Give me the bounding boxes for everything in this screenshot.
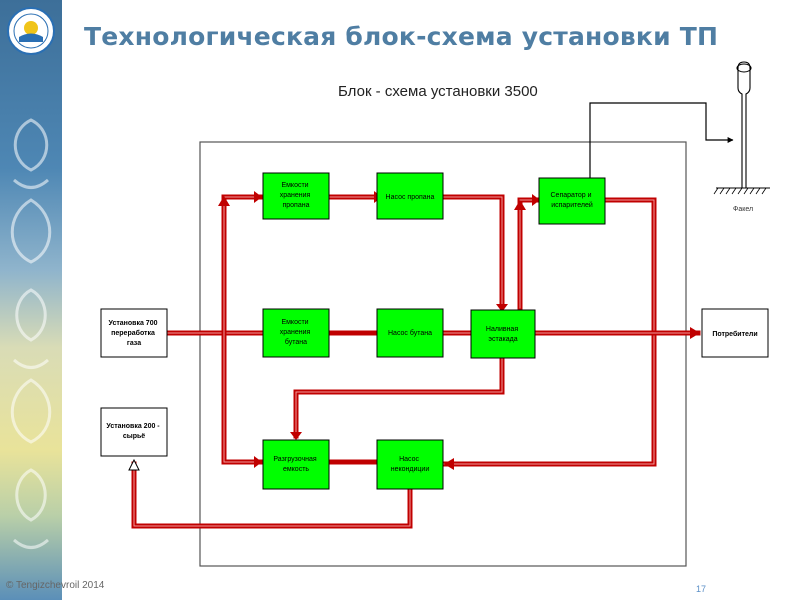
block-consumers-line1: Потребители [712,330,757,338]
block-separator: Сепаратор и испарителей [538,177,606,225]
pipelines [131,194,701,529]
pipe-rack-to-unloading [293,355,505,439]
block-loading-rack-line1: Наливная [486,326,518,333]
block-unit200-line1: Установка 200 - [106,423,160,430]
block-unit200: Установка 200 - сырьё [100,407,168,457]
pipe-rack-to-separator [517,197,539,311]
unit200-return-arrow [128,458,140,471]
pipe-propane-pump-to-rack [441,194,505,309]
block-offspec-pump-line2: некондиции [391,466,430,473]
flare-stack-icon [713,61,770,195]
svg-text:Насос бутана: Насос бутана [388,329,432,337]
block-butane-storage: Емкости хранения бутана [262,308,330,358]
block-butane-storage-line1: Емкости [281,319,308,326]
slide-title: Технологическая блок-схема установки ТП [84,22,719,51]
svg-text:Потребители: Потребители [712,330,757,338]
block-offspec-pump-line1: Насос [399,456,419,463]
pipe-separator-to-flare [589,102,734,178]
flare-label: Факел [733,206,753,213]
block-propane-storage-line3: пропана [282,202,309,209]
block-unloading-tank: Разгрузочная емкость [262,439,330,490]
installation-boundary [199,141,687,567]
block-propane-storage: Емкости хранения пропана [262,172,330,220]
block-butane-storage-line2: хранения [280,329,311,336]
svg-text:Разгрузочная емкость: Разгрузочная емкость [273,456,318,473]
block-unit700-line2: переработка [111,329,155,337]
block-propane-storage-line2: хранения [280,192,311,199]
block-propane-pump: Насос пропана [376,172,444,220]
block-propane-storage-line1: Емкости [281,182,308,189]
svg-text:Установка 200 - сырьё: Установка 200 - сырьё [106,423,161,440]
svg-text:Сепаратор и испарителей: Сепаратор и испарителей [551,192,594,209]
block-butane-storage-line3: бутана [285,338,307,346]
block-butane-pump: Насос бутана [376,308,444,358]
footer-copyright: © Tengizchevroil 2014 [6,580,105,591]
company-logo [6,6,56,56]
block-separator-line1: Сепаратор и [551,192,592,199]
block-unit700-line3: газа [127,340,141,347]
page-number: 17 [696,584,707,594]
pipe-left-distribution [221,194,263,465]
block-unit700: Установка 700 переработка газа [100,308,168,358]
block-butane-pump-line1: Насос бутана [388,329,432,337]
svg-text:Насос некондиции: Насос некондиции [391,456,430,473]
block-propane-pump-line1: Насос пропана [386,194,435,201]
svg-text:Наливная эстакада: Наливная эстакада [486,326,520,343]
svg-text:Емкости хранения б: Емкости хранения бутана [280,319,313,346]
block-loading-rack: Наливная эстакада [470,309,536,359]
svg-text:Емкости хранения п: Емкости хранения пропана [280,182,313,209]
block-unit200-line2: сырьё [123,433,145,440]
block-separator-line2: испарителей [551,201,593,209]
block-unloading-tank-line1: Разгрузочная [273,456,317,463]
pipe-offspec-to-unit200 [131,461,413,529]
svg-text:Насос пропана: Насос пропана [386,194,435,201]
block-unloading-tank-line2: емкость [283,466,309,473]
diagram-subtitle: Блок - схема установки 3500 [338,83,538,100]
block-consumers: Потребители [701,308,769,358]
block-loading-rack-line2: эстакада [488,336,517,343]
block-unit700-line1: Установка 700 [109,320,158,327]
decorative-side-strip [0,0,62,600]
block-offspec-pump: Насос некондиции [376,439,444,490]
svg-text:Установка 700 переработк: Установка 700 переработка газа [109,320,160,347]
